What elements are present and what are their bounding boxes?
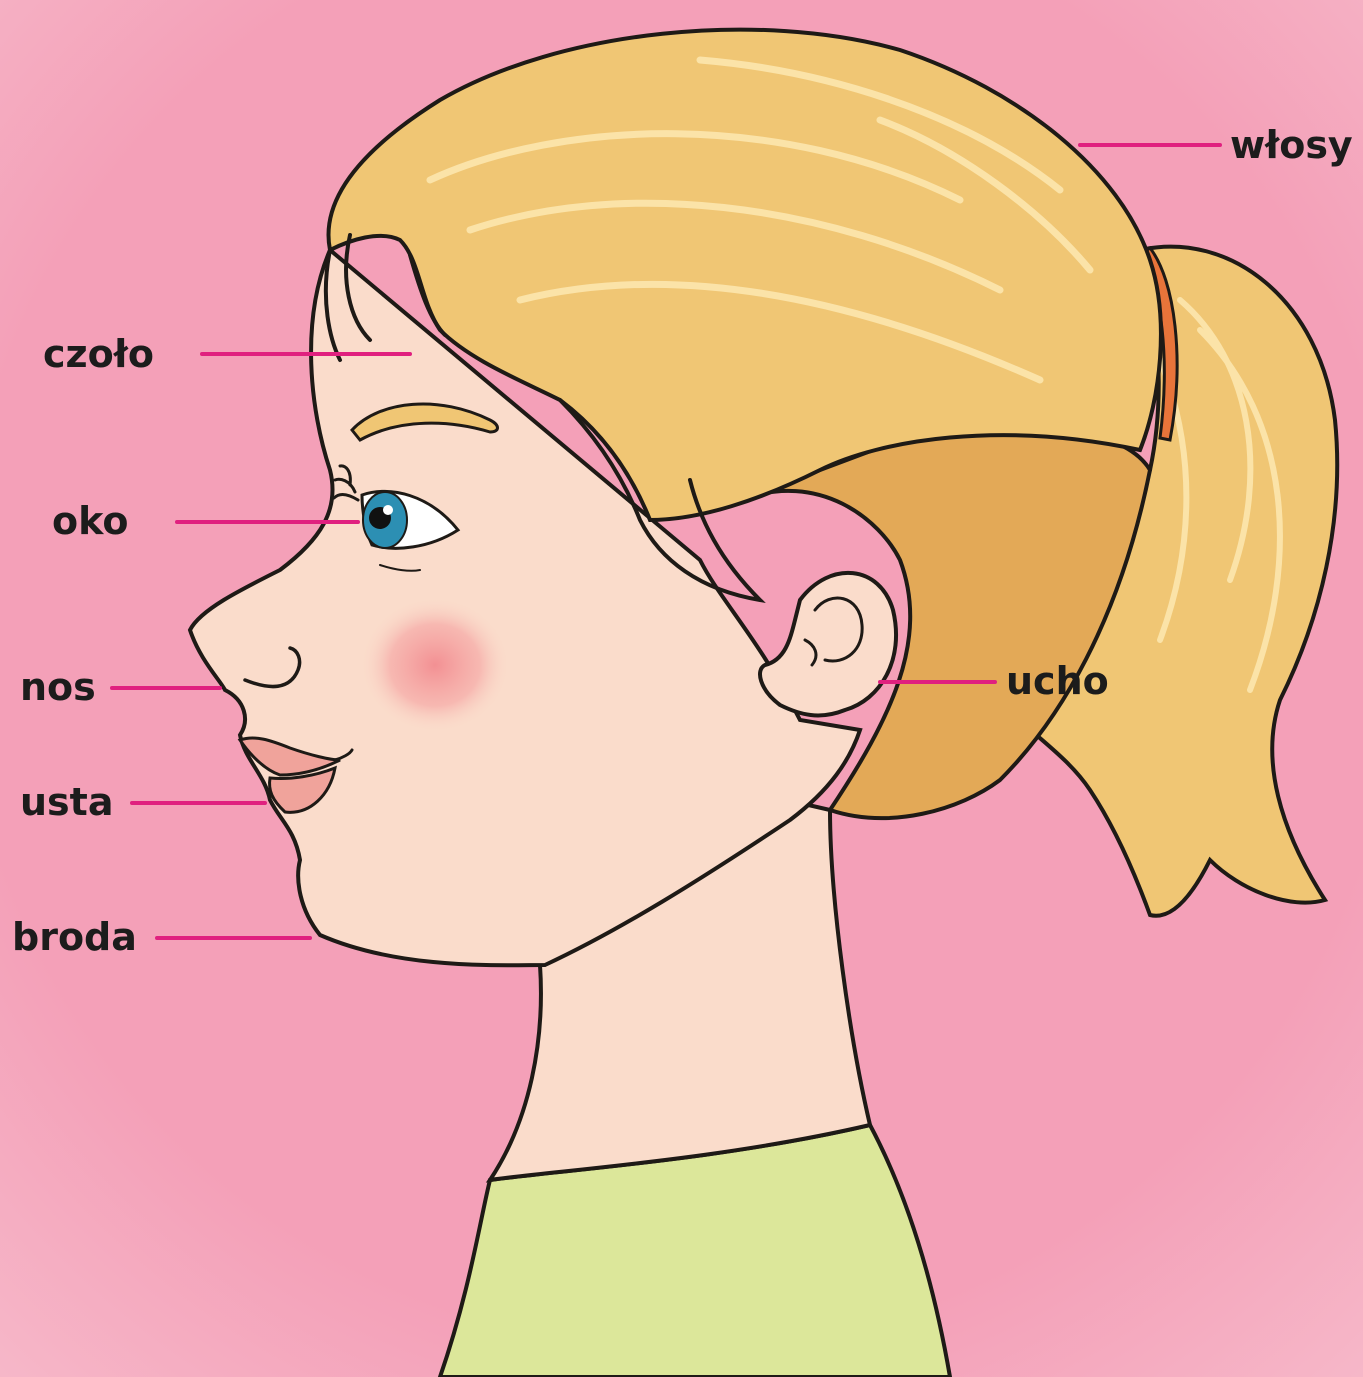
label-ucho: ucho <box>1006 662 1109 700</box>
label-wlosy: włosy <box>1230 126 1353 164</box>
eye-shine <box>383 505 393 515</box>
label-broda: broda <box>12 918 137 956</box>
label-oko: oko <box>52 502 128 540</box>
label-usta: usta <box>20 783 113 821</box>
cheek-blush <box>360 597 510 733</box>
label-nos: nos <box>20 668 96 706</box>
label-czolo: czoło <box>43 335 154 373</box>
